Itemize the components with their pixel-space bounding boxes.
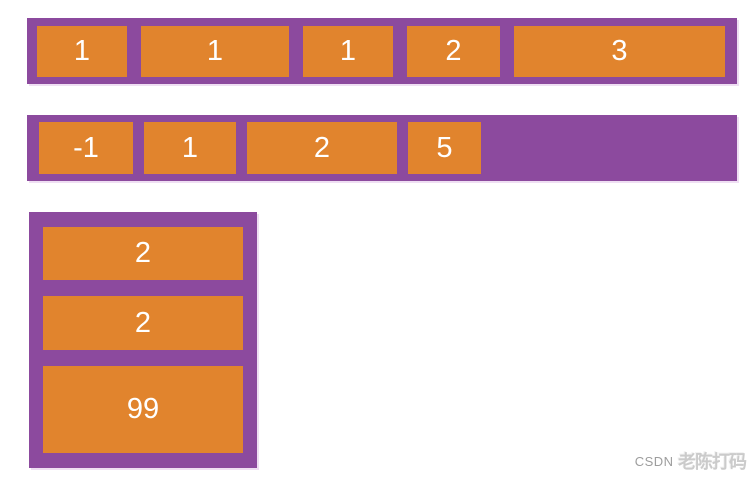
flex-item: 1 bbox=[37, 25, 127, 77]
flex-item: 1 bbox=[141, 25, 289, 77]
flex-item: 1 bbox=[144, 122, 236, 174]
flex-row-container-2: -1 1 2 5 bbox=[27, 115, 737, 181]
watermark-name: 老陈打码 bbox=[678, 452, 747, 472]
flex-item: 2 bbox=[43, 227, 243, 280]
flex-item: 2 bbox=[407, 25, 500, 77]
flex-item: 2 bbox=[43, 296, 243, 350]
flex-item: -1 bbox=[39, 122, 133, 174]
flex-item: 5 bbox=[408, 122, 481, 174]
flex-item: 99 bbox=[43, 366, 243, 453]
flex-column-container: 2 2 99 bbox=[29, 212, 257, 468]
flex-row-container-1: 1 1 1 2 3 bbox=[27, 18, 737, 84]
flex-item: 1 bbox=[303, 25, 393, 77]
flex-item: 2 bbox=[247, 122, 397, 174]
flex-item: 3 bbox=[514, 25, 725, 77]
watermark: CSDN 老陈打码 bbox=[634, 448, 747, 474]
watermark-prefix: CSDN bbox=[634, 454, 674, 469]
